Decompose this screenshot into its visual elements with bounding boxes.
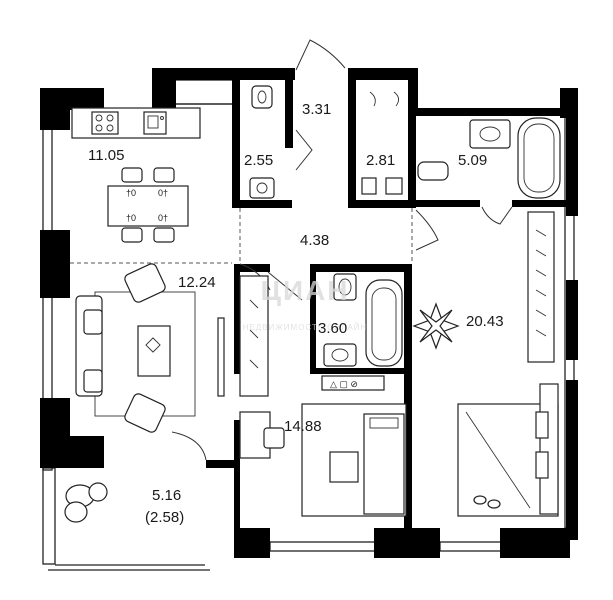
svg-text:0†: 0† xyxy=(158,213,168,223)
wc-right-fixtures xyxy=(361,91,403,195)
area-label-kitchen: 11.05 xyxy=(88,147,124,164)
area-label-living: 12.24 xyxy=(178,274,216,291)
balcony-furniture xyxy=(64,431,207,523)
area-label-bath-mid: 3.60 xyxy=(318,320,347,337)
area-label-balcony-reduced: (2.58) xyxy=(145,509,184,526)
watermark-tagline: НЕДВИЖИМОСТЬ ОНЛАЙН xyxy=(243,323,368,332)
door-swings xyxy=(239,39,513,301)
area-labels: 11.05 12.24 2.55 3.31 2.81 5.09 4.38 3.6… xyxy=(88,101,504,526)
area-label-bedroom-large: 20.43 xyxy=(466,313,504,330)
bath-left-fixtures xyxy=(249,85,275,199)
bedroom-small-furniture xyxy=(239,275,407,517)
watermark: ЦИАН НЕДВИЖИМОСТЬ ОНЛАЙН xyxy=(243,275,368,332)
svg-text:0†: 0† xyxy=(158,188,168,198)
svg-text:△ ▢ ⊘: △ ▢ ⊘ xyxy=(330,379,358,389)
kitchen-counter xyxy=(71,107,201,139)
area-label-bedroom-small: 14.88 xyxy=(284,418,322,435)
watermark-brand: ЦИАН xyxy=(260,275,349,306)
bath-mid-fixtures: △ ▢ ⊘ xyxy=(321,273,403,391)
area-label-corridor: 4.38 xyxy=(300,232,329,249)
svg-text:†0: †0 xyxy=(126,188,136,198)
area-label-bathroom: 5.09 xyxy=(458,152,487,169)
svg-text:†0: †0 xyxy=(126,213,136,223)
area-label-bath-left: 2.55 xyxy=(244,152,273,169)
zone-dividers xyxy=(70,208,413,264)
bedroom-large-furniture xyxy=(412,211,559,517)
living-furniture xyxy=(75,263,225,433)
area-label-wc-right: 2.81 xyxy=(366,152,395,169)
dining-table: †0 0† †0 0† xyxy=(107,167,189,243)
area-label-hall-top: 3.31 xyxy=(302,101,331,118)
walls xyxy=(40,68,578,558)
area-label-balcony: 5.16 xyxy=(152,487,181,504)
bathroom-fixtures xyxy=(417,117,561,199)
